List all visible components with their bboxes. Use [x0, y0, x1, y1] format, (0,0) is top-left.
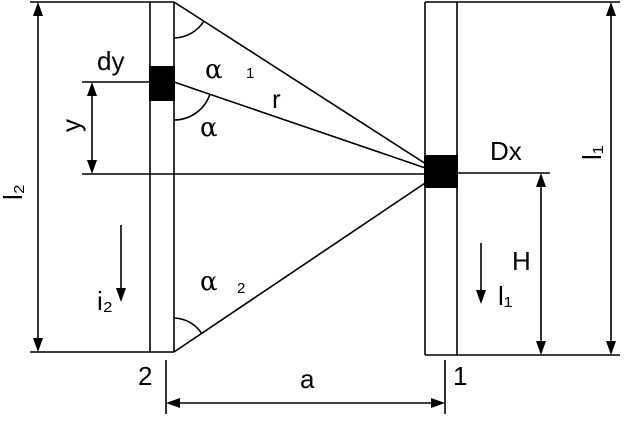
- label-l2: l₂: [0, 184, 28, 200]
- label-i1: l₁: [498, 281, 513, 311]
- label-alpha1-sub: 1: [246, 65, 254, 82]
- y-arrow-bottom: [87, 160, 97, 174]
- alpha2-arc: [173, 317, 203, 335]
- ray-top: [173, 1, 441, 174]
- label-dy: dy: [97, 46, 124, 76]
- y-arrow-top: [87, 82, 97, 96]
- label-alpha2-sub: 2: [237, 280, 245, 297]
- H-arrow-bottom: [536, 341, 546, 355]
- a-arrow-left: [166, 398, 180, 408]
- label-a: a: [300, 364, 315, 394]
- label-y: y: [56, 119, 86, 132]
- label-conductor-2: 2: [138, 361, 152, 391]
- dx-element: [424, 155, 458, 188]
- label-alpha2: α: [200, 267, 218, 297]
- label-Dx: Dx: [490, 136, 522, 166]
- a-arrow-right: [431, 398, 445, 408]
- alpha1-arc: [173, 20, 205, 39]
- label-conductor-1: 1: [453, 361, 467, 391]
- i1-arrow-head: [476, 290, 486, 304]
- l1-arrow-bottom: [606, 341, 616, 355]
- label-alpha: α: [200, 113, 218, 143]
- label-H: H: [512, 246, 531, 276]
- dy-element: [149, 66, 175, 101]
- l2-arrow-top: [33, 2, 43, 16]
- ray-bottom: [173, 172, 441, 353]
- label-r: r: [272, 84, 281, 114]
- label-alpha1: α: [205, 55, 223, 85]
- l1-arrow-top: [606, 2, 616, 16]
- i2-arrow-head: [116, 288, 126, 302]
- l2-arrow-bottom: [33, 338, 43, 352]
- alpha-arc: [173, 93, 211, 121]
- ray-r: [173, 81, 441, 174]
- label-i2: i₂: [97, 286, 113, 316]
- H-arrow-top: [536, 173, 546, 187]
- label-l1: l₁: [577, 145, 607, 160]
